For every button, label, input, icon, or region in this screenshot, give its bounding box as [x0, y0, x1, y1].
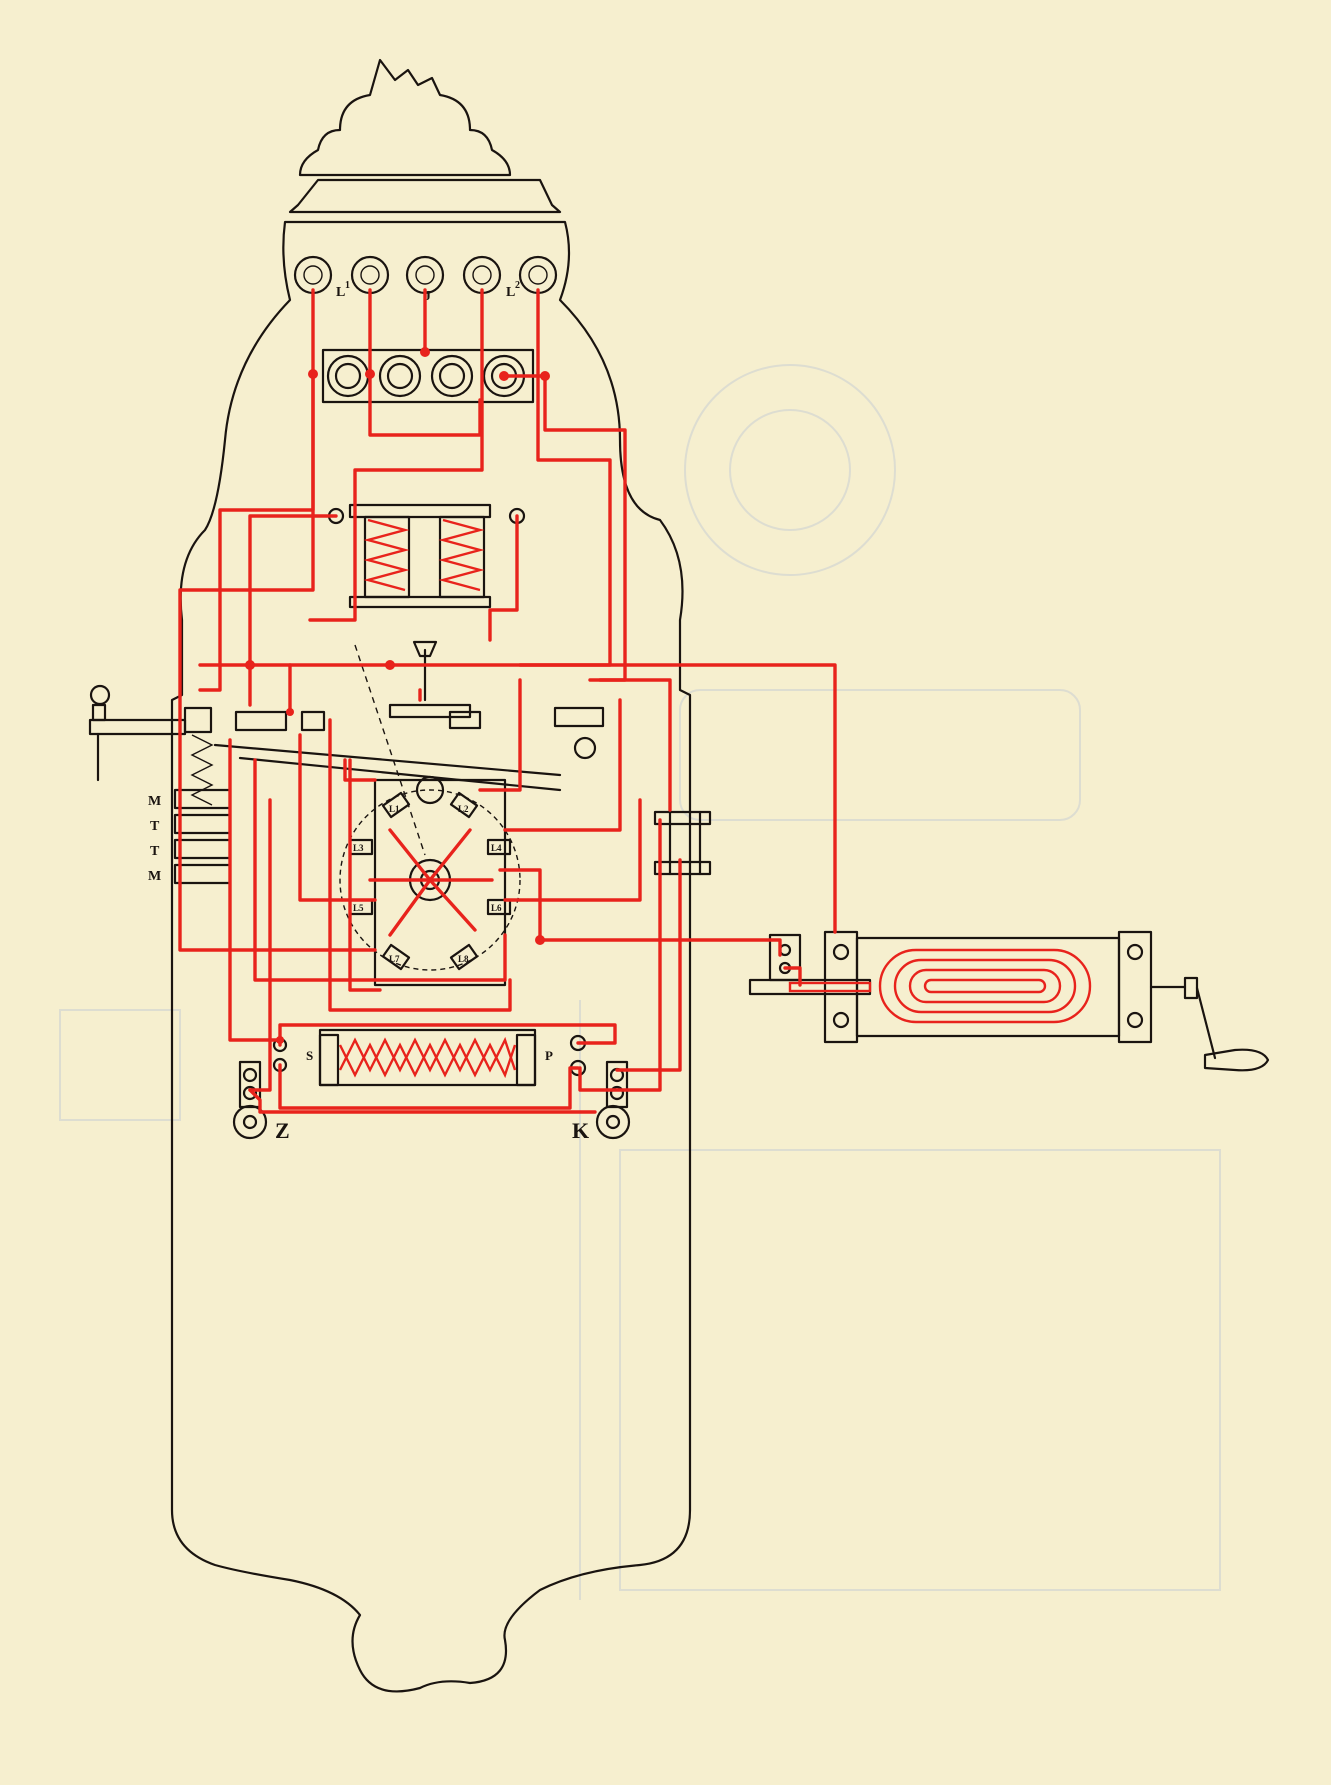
switch-label-l2: L2	[458, 804, 469, 814]
cabinet-outline	[170, 58, 692, 1693]
circuit-wires	[178, 288, 837, 1114]
bottom-terminals	[232, 1060, 631, 1140]
terminal-label-l2: L	[506, 285, 515, 300]
terminal-label-k: K	[572, 1118, 589, 1143]
magneto-generator	[748, 930, 1270, 1072]
switch-label-l1: L1	[389, 804, 400, 814]
bell-magnets	[327, 503, 526, 609]
terminal-label-l1-sup: 1	[345, 280, 350, 291]
rotary-switch	[339, 775, 521, 987]
terminal-label-j: J	[424, 289, 431, 304]
induction-coil	[272, 1028, 587, 1087]
hook-switch	[88, 640, 605, 856]
switch-label-l5: L5	[353, 903, 364, 913]
jack-block	[173, 788, 232, 885]
switch-label-l3: L3	[353, 843, 364, 853]
jack-label-t-2: T	[150, 844, 160, 859]
terminal-label-l1: L	[336, 285, 345, 300]
switch-label-l8: L8	[458, 954, 469, 964]
bleed-through-ghost	[59, 364, 1221, 1600]
coil-label-p: P	[545, 1048, 553, 1063]
terminal-label-z: Z	[275, 1118, 290, 1143]
jack-label-t-1: T	[150, 819, 160, 834]
terminal-label-l2-sup: 2	[515, 280, 520, 291]
wall-connector	[653, 810, 712, 876]
switch-label-l7: L7	[389, 954, 400, 964]
junction-dots	[245, 347, 550, 1044]
coil-label-s: S	[306, 1048, 313, 1063]
jack-label-m-top: M	[148, 794, 161, 809]
switch-label-l4: L4	[491, 843, 502, 853]
jack-label-m-bottom: M	[148, 869, 161, 884]
switch-label-l6: L6	[491, 903, 502, 913]
